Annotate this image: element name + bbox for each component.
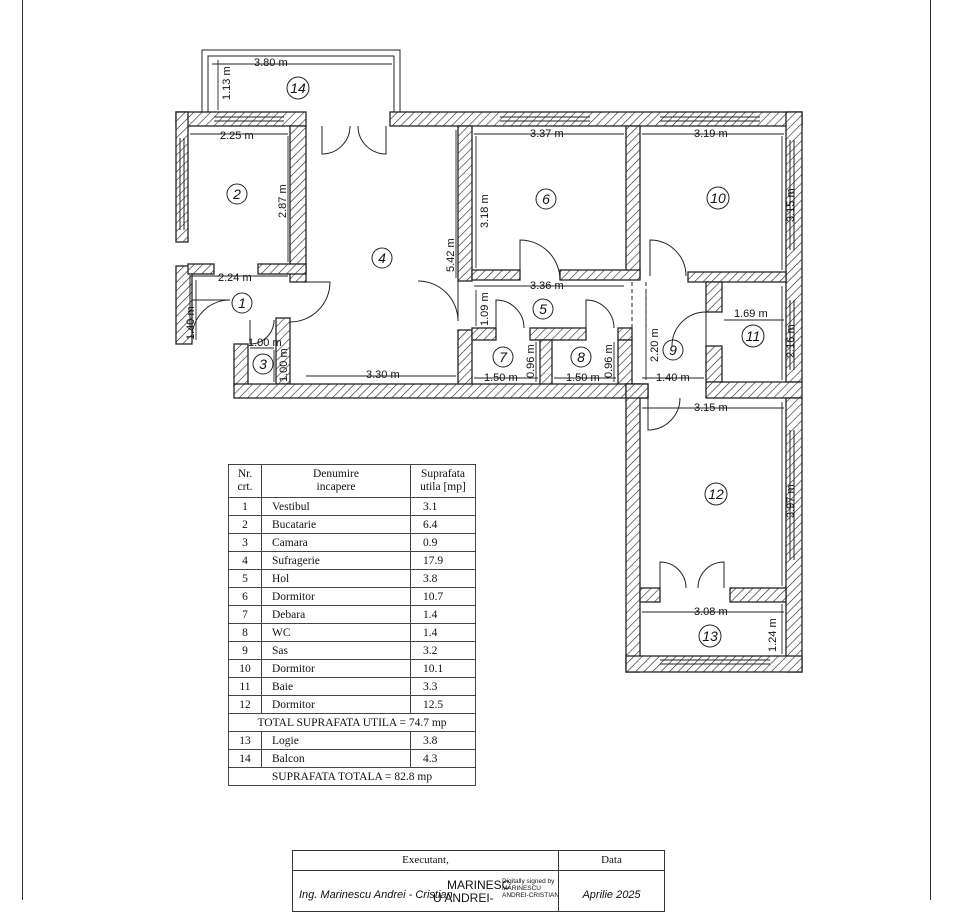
room-marker-1: 1 xyxy=(231,292,253,314)
dim-sas-width: 1.40 m xyxy=(656,372,690,384)
date-column: Data Aprilie 2025 xyxy=(559,851,664,911)
walls xyxy=(175,49,803,673)
signature-block: Executant, Ing. Marinescu Andrei - Crist… xyxy=(292,850,665,912)
executant-column: Executant, Ing. Marinescu Andrei - Crist… xyxy=(293,851,559,911)
dim-bed6-height: 3.18 m xyxy=(479,194,491,228)
room-marker-2: 2 xyxy=(226,183,248,205)
dim-loggia-depth: 1.24 m xyxy=(767,618,779,652)
dim-bed12-width: 3.15 m xyxy=(694,402,728,414)
room-marker-6: 6 xyxy=(535,188,557,210)
svg-text:9: 9 xyxy=(669,342,677,358)
svg-text:1: 1 xyxy=(238,295,246,311)
date-value: Aprilie 2025 xyxy=(582,889,641,901)
dim-wc-width: 1.50 m xyxy=(566,372,600,384)
dim-loggia-width: 3.08 m xyxy=(694,606,728,618)
executant-header: Executant, xyxy=(293,851,558,871)
room-marker-13: 13 xyxy=(698,624,722,648)
doors xyxy=(191,125,725,589)
room-marker-7: 7 xyxy=(492,346,514,368)
room-marker-9: 9 xyxy=(662,339,684,361)
svg-text:13: 13 xyxy=(702,628,718,644)
table-total-row: SUPRAFATA TOTALA = 82.8 mp xyxy=(228,767,476,786)
svg-text:3: 3 xyxy=(259,356,267,372)
dim-bath-width: 1.69 m xyxy=(734,308,768,320)
dim-hall-height: 1.09 m xyxy=(479,292,491,326)
dim-storage-height: 0.96 m xyxy=(525,344,537,378)
dim-pantry-width: 1.00 m xyxy=(248,337,282,349)
room-marker-3: 3 xyxy=(252,353,274,375)
svg-text:7: 7 xyxy=(499,349,508,365)
dim-bath-height: 2.16 m xyxy=(785,324,797,358)
dim-storage-width: 1.50 m xyxy=(484,372,518,384)
dim-bed10-width: 3.19 m xyxy=(694,128,728,140)
svg-text:2: 2 xyxy=(232,186,241,202)
dim-bed12-height: 3.97 m xyxy=(785,484,797,518)
svg-text:6: 6 xyxy=(542,191,550,207)
room-marker-12: 12 xyxy=(704,482,728,506)
dim-balcony-depth: 1.13 m xyxy=(221,66,233,100)
room-marker-5: 5 xyxy=(532,298,554,320)
room-marker-4: 4 xyxy=(371,247,393,269)
date-header: Data xyxy=(559,851,664,871)
digital-signature-note: Digitally signed by MARINESCU ANDREI-CRI… xyxy=(502,878,560,899)
dim-wc-height: 0.96 m xyxy=(603,344,615,378)
dimension-lines xyxy=(190,60,784,654)
dim-pantry-height: 1.00 m xyxy=(278,348,290,382)
dim-kitchen-depth: 2.87 m xyxy=(277,184,289,218)
table-total-utila-row: TOTAL SUPRAFATA UTILA = 74.7 mp xyxy=(228,713,476,732)
signature-mark-line-2: U ANDREI- xyxy=(433,891,494,905)
header-nr: Nr.crt. xyxy=(228,464,262,498)
signature-mark-line-1: MARINESC xyxy=(447,878,511,892)
dim-kitchen-bottom: 2.24 m xyxy=(218,272,252,284)
svg-text:5: 5 xyxy=(539,301,547,317)
dim-hall-width: 3.36 m xyxy=(530,280,564,292)
svg-text:11: 11 xyxy=(746,328,761,344)
dim-balcony-width: 3.80 m xyxy=(254,57,288,69)
svg-text:10: 10 xyxy=(710,190,726,206)
dim-sas-height: 2.20 m xyxy=(649,328,661,362)
svg-text:12: 12 xyxy=(708,486,724,502)
executant-name: Ing. Marinescu Andrei - Cristian xyxy=(299,889,453,901)
dim-vestibule-height: 1.40 m xyxy=(185,306,197,340)
room-marker-10: 10 xyxy=(706,186,730,210)
room-marker-8: 8 xyxy=(570,346,592,368)
dim-living-width: 3.30 m xyxy=(366,369,400,381)
svg-text:8: 8 xyxy=(577,349,585,365)
dim-bed6-width: 3.37 m xyxy=(530,128,564,140)
dim-living-height: 5.42 m xyxy=(445,238,457,272)
sheet-border-right xyxy=(930,0,931,900)
dim-kitchen-width: 2.25 m xyxy=(220,130,254,142)
dimension-labels: 3.80 m 1.13 m 2.25 m 2.87 m 2.24 m 1.40 … xyxy=(185,57,797,652)
svg-text:14: 14 xyxy=(290,80,306,96)
room-marker-14: 14 xyxy=(286,76,310,100)
svg-text:4: 4 xyxy=(378,250,386,266)
room-number-markers: 1 2 3 4 5 6 7 8 9 10 11 12 13 14 xyxy=(226,76,765,648)
sheet-border-left xyxy=(22,0,23,900)
room-marker-11: 11 xyxy=(741,324,765,348)
dim-bed10-height: 3.15 m xyxy=(785,188,797,222)
